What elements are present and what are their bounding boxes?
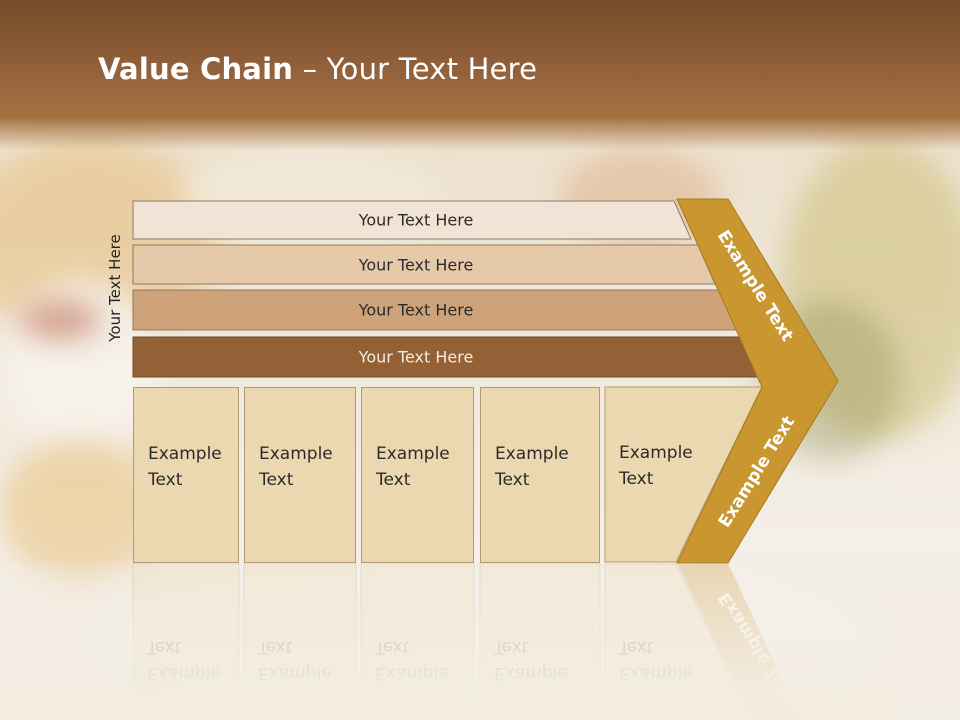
box-4-label: Example Text [495,444,569,490]
bar-1-label: Your Text Here [358,210,474,230]
reflection: Example Text Example Text Example Text E… [0,563,960,720]
box-4: Example Text [480,387,600,563]
bar-1: Your Text Here [133,201,693,239]
bar-shape-1 [132,200,692,240]
header-band [0,0,960,150]
box-3-label: Example Text [376,444,450,490]
title-bold: Value Chain [98,52,294,86]
box-5: Example Text [605,387,695,563]
bar-3: Your Text Here [133,291,733,329]
bar-2: Your Text Here [133,246,713,284]
box-3: Example Text [361,387,474,563]
box-5-label: Example Text [619,443,693,489]
box-2: Example Text [244,387,356,563]
bar-4: Your Text Here [133,338,753,376]
box-2-label: Example Text [259,444,333,490]
box-1-label: Example Text [148,444,222,490]
box-shape-5 [604,386,763,563]
box-1: Example Text [133,387,239,563]
slide-title: Value Chain – Your Text Here [98,52,537,86]
bar-4-label: Your Text Here [358,347,474,367]
title-rest: – Your Text Here [293,52,538,86]
bar-3-label: Your Text Here [358,300,474,320]
bar-2-label: Your Text Here [358,255,474,275]
